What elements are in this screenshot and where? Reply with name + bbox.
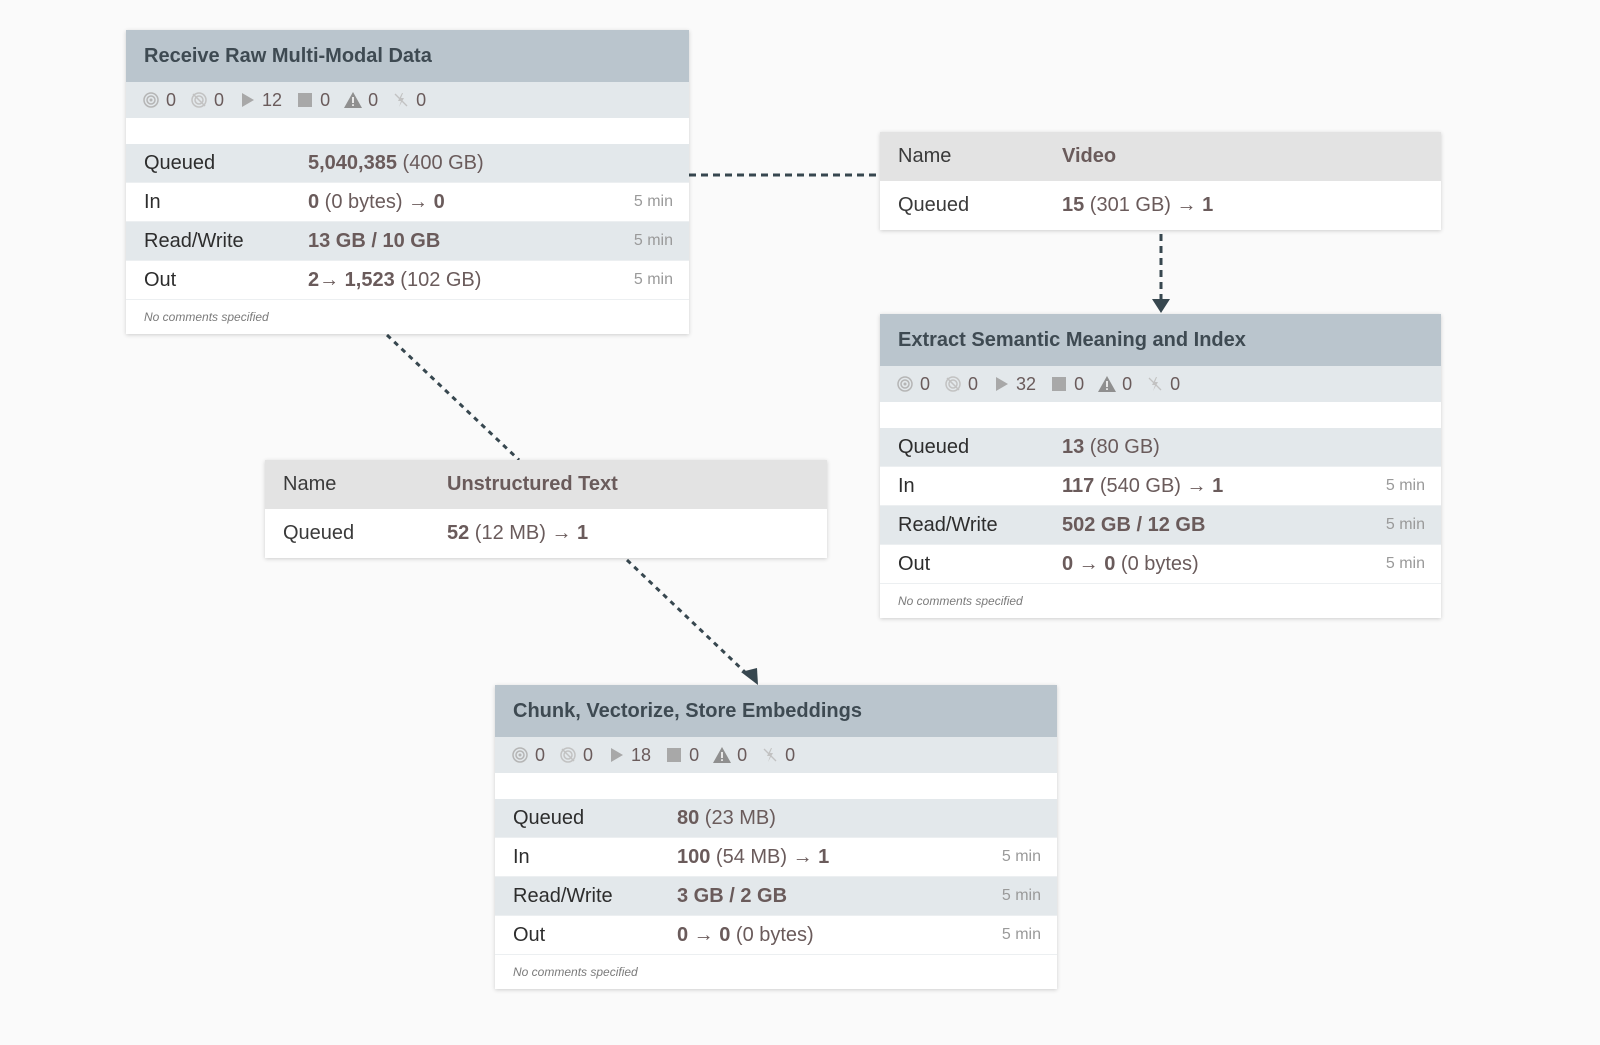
arrowhead-icon bbox=[741, 668, 758, 685]
arrowhead-icon bbox=[1152, 299, 1170, 313]
warning-icon bbox=[344, 91, 363, 109]
invalid-count: 0 bbox=[368, 89, 379, 110]
running-count: 18 bbox=[631, 744, 652, 765]
processor-receive[interactable]: Receive Raw Multi-Modal Data 0 0 12 0 0 … bbox=[126, 30, 689, 334]
warning-icon bbox=[713, 746, 732, 764]
status-bar: 0 0 18 0 0 0 bbox=[495, 737, 1057, 773]
transmitting-count: 0 bbox=[920, 373, 931, 394]
processor-title: Extract Semantic Meaning and Index bbox=[880, 314, 1441, 366]
processor-title: Receive Raw Multi-Modal Data bbox=[126, 30, 689, 82]
stopped-count: 0 bbox=[320, 89, 331, 110]
connection-queued-row: Queued 15 (301 GB) → 1 bbox=[898, 194, 1214, 216]
transmitting-count: 0 bbox=[166, 89, 177, 110]
invalid-count: 0 bbox=[1122, 373, 1133, 394]
not-transmitting-count: 0 bbox=[583, 744, 594, 765]
connector-text-chunk bbox=[625, 558, 750, 677]
not-transmitting-count: 0 bbox=[968, 373, 979, 394]
stopped-icon bbox=[296, 91, 314, 109]
connector-receive-text bbox=[385, 333, 521, 462]
warning-icon bbox=[1098, 375, 1117, 393]
transmitting-count: 0 bbox=[535, 744, 546, 765]
disabled-count: 0 bbox=[1170, 373, 1181, 394]
processor-extract[interactable]: Extract Semantic Meaning and Index 0 0 3… bbox=[880, 314, 1441, 618]
processor-title: Chunk, Vectorize, Store Embeddings bbox=[495, 685, 1057, 737]
not-transmitting-count: 0 bbox=[214, 89, 225, 110]
stat-row-in: In 117 (540 GB) → 1 5 min bbox=[880, 467, 1441, 506]
stat-row-out: Out 0 → 0 (0 bytes) 5 min bbox=[880, 545, 1441, 584]
stat-row-readwrite: Read/Write 502 GB / 12 GB 5 min bbox=[880, 506, 1441, 545]
stat-row-readwrite: Read/Write 13 GB / 10 GB 5 min bbox=[126, 222, 689, 261]
running-icon bbox=[992, 375, 1010, 393]
comments: No comments specified bbox=[898, 594, 1023, 608]
status-bar: 0 0 12 0 0 0 bbox=[126, 82, 689, 118]
connection-unstructured-text[interactable]: Name Unstructured Text Queued 52 (12 MB)… bbox=[265, 460, 827, 558]
connection-video[interactable]: Name Video Queued 15 (301 GB) → 1 bbox=[880, 132, 1441, 230]
invalid-count: 0 bbox=[737, 744, 748, 765]
comments: No comments specified bbox=[513, 965, 638, 979]
stat-row-out: Out 0 → 0 (0 bytes) 5 min bbox=[495, 916, 1057, 955]
stopped-icon bbox=[665, 746, 683, 764]
not-transmitting-icon bbox=[190, 91, 208, 109]
not-transmitting-icon bbox=[559, 746, 577, 764]
connection-name-row: Name Unstructured Text bbox=[265, 460, 827, 509]
disabled-icon bbox=[392, 91, 410, 109]
stat-row-out: Out 2→ 1,523 (102 GB) 5 min bbox=[126, 261, 689, 300]
disabled-count: 0 bbox=[416, 89, 427, 110]
not-transmitting-icon bbox=[944, 375, 962, 393]
running-icon bbox=[607, 746, 625, 764]
connection-name-row: Name Video bbox=[880, 132, 1441, 181]
transmitting-icon bbox=[511, 746, 529, 764]
disabled-icon bbox=[761, 746, 779, 764]
disabled-icon bbox=[1146, 375, 1164, 393]
stat-row-in: In 0 (0 bytes) → 0 5 min bbox=[126, 183, 689, 222]
stopped-count: 0 bbox=[689, 744, 700, 765]
transmitting-icon bbox=[142, 91, 160, 109]
running-count: 32 bbox=[1016, 373, 1037, 394]
running-count: 12 bbox=[262, 89, 283, 110]
stat-row-queued: Queued 5,040,385 (400 GB) bbox=[126, 144, 689, 183]
connection-queued-row: Queued 52 (12 MB) → 1 bbox=[283, 522, 589, 544]
processor-chunk[interactable]: Chunk, Vectorize, Store Embeddings 0 0 1… bbox=[495, 685, 1057, 989]
running-icon bbox=[238, 91, 256, 109]
stopped-icon bbox=[1050, 375, 1068, 393]
comments: No comments specified bbox=[144, 310, 269, 324]
stat-row-queued: Queued 13 (80 GB) bbox=[880, 428, 1441, 467]
stopped-count: 0 bbox=[1074, 373, 1085, 394]
stat-row-queued: Queued 80 (23 MB) bbox=[495, 799, 1057, 838]
disabled-count: 0 bbox=[785, 744, 796, 765]
transmitting-icon bbox=[896, 375, 914, 393]
stat-row-readwrite: Read/Write 3 GB / 2 GB 5 min bbox=[495, 877, 1057, 916]
stat-row-in: In 100 (54 MB) → 1 5 min bbox=[495, 838, 1057, 877]
status-bar: 0 0 32 0 0 0 bbox=[880, 366, 1441, 402]
